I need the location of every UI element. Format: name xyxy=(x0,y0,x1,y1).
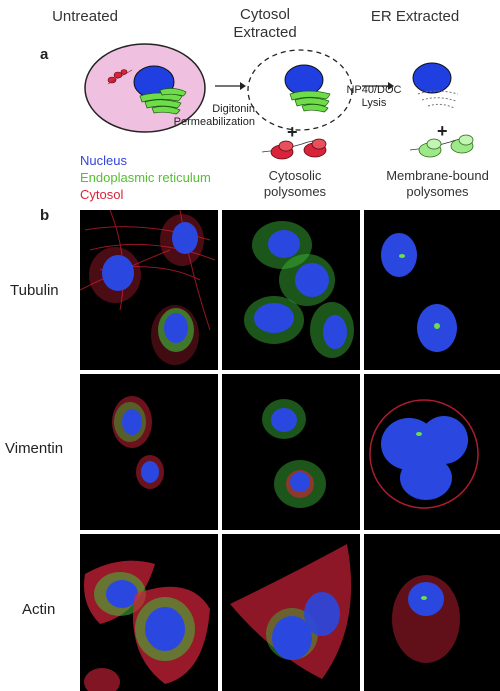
step1-label: Digitonin Permeabilization xyxy=(173,103,255,128)
legend-er: Endoplasmic reticulum xyxy=(80,170,211,185)
cytosolic-polysomes-icon xyxy=(261,138,327,160)
panel-b-letter: b xyxy=(40,207,50,224)
untreated-er xyxy=(139,88,187,115)
image-actin-untreated xyxy=(80,534,218,691)
image-vimentin-er-extracted xyxy=(364,374,500,530)
image-tubulin-cytosol-extracted xyxy=(222,210,360,370)
panel-a-schematic xyxy=(84,43,474,160)
header-er-extracted: ER Extracted xyxy=(370,8,460,25)
image-tubulin-untreated xyxy=(80,210,218,370)
header-untreated: Untreated xyxy=(52,8,118,25)
untreated-cytosol-polysomes xyxy=(107,69,133,85)
image-actin-cytosol-extracted xyxy=(222,534,360,691)
cytosolic-polysomes-label: Cytosolic polysomes xyxy=(263,168,327,199)
plus-2: + xyxy=(437,121,448,141)
row-label-vimentin: Vimentin xyxy=(5,440,64,457)
er-extracted-remnants xyxy=(417,90,459,109)
plus-1: + xyxy=(287,122,298,142)
legend: Nucleus Endoplasmic reticulum Cytosol xyxy=(80,152,211,203)
membrane-polysomes-label: Membrane-bound polysomes xyxy=(386,168,489,199)
legend-cytosol: Cytosol xyxy=(80,187,124,202)
cytosol-extracted-er xyxy=(289,90,331,113)
header-cytosol-extracted: Cytosol Extracted xyxy=(233,6,297,41)
er-extracted-nucleus xyxy=(412,62,452,94)
image-tubulin-er-extracted xyxy=(364,210,500,370)
panel-a-letter: a xyxy=(40,46,49,63)
legend-nucleus: Nucleus xyxy=(80,153,127,168)
row-label-tubulin: Tubulin xyxy=(10,282,59,299)
step2-label: NP40/DOC Lysis xyxy=(346,84,402,109)
cytosol-extracted-nucleus xyxy=(284,64,324,96)
image-actin-er-extracted xyxy=(364,534,500,691)
image-vimentin-untreated xyxy=(80,374,218,530)
image-vimentin-cytosol-extracted xyxy=(222,374,360,530)
row-label-actin: Actin xyxy=(22,601,56,618)
membrane-polysomes-icon xyxy=(409,134,474,158)
